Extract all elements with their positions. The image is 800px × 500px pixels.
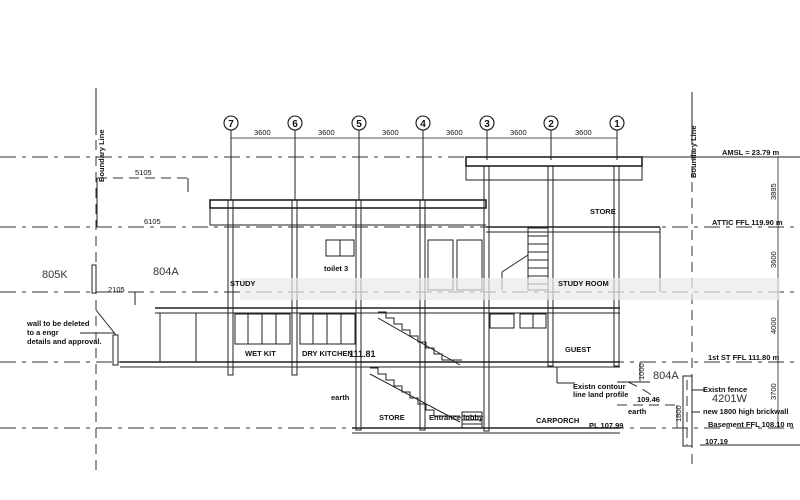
contour-note-2: line land profile: [573, 390, 628, 399]
svg-text:5: 5: [356, 119, 362, 130]
grid-markers: 7 6 5 4 3 2 1: [223, 115, 625, 200]
notes: earth earth Existn contour line land pro…: [331, 382, 788, 430]
attic-level: ATTIC FFL 119.90 m: [712, 218, 783, 227]
boundary-line-label-right: Boundary Line: [689, 125, 698, 178]
lot-labels: 805K 804A 804A 4201W: [42, 266, 747, 405]
ground-level-low: 107.19: [705, 437, 728, 446]
room-dry-kitchen: DRY KITCHEN: [302, 349, 353, 358]
left-wall-detail: wall to be deleted to a engr details and…: [26, 264, 119, 366]
scan-artifacts: [240, 278, 780, 300]
boundary-line-label-left: Boundary Line: [97, 129, 106, 182]
svg-text:3600: 3600: [382, 128, 399, 137]
boundary-lines: Boundary Line Boundary Line: [95, 88, 698, 470]
svg-text:3885: 3885: [769, 183, 778, 200]
earth-right: earth: [628, 407, 647, 416]
svg-text:1000: 1000: [637, 363, 646, 380]
svg-text:804A: 804A: [153, 266, 179, 278]
svg-text:3600: 3600: [318, 128, 335, 137]
left-dimensions: 5105 6105 2105: [96, 168, 189, 305]
vertical-dim-labels: 3885 3600 4000 3700 1000 1800: [637, 183, 778, 422]
svg-text:5105: 5105: [135, 168, 152, 177]
grid-spacing-labels: 3600 3600 3600 3600 3600 3600: [254, 128, 592, 137]
svg-text:3600: 3600: [254, 128, 271, 137]
kitchen-windows: [234, 313, 547, 345]
svg-text:1: 1: [614, 119, 620, 130]
grid-5: 5: [351, 115, 367, 200]
svg-text:6: 6: [292, 119, 298, 130]
grid-6: 6: [287, 115, 303, 200]
amsl-level: AMSL = 23.79 m: [722, 148, 780, 157]
grid-7: 7: [223, 115, 239, 200]
earth-left: earth: [331, 393, 350, 402]
svg-text:4000: 4000: [769, 317, 778, 334]
svg-text:804A: 804A: [653, 370, 679, 382]
main-stairs: [369, 311, 483, 429]
level-annotations: AMSL = 23.79 m ATTIC FFL 119.90 m 1st ST…: [705, 148, 794, 446]
room-toilet: toilet 3: [324, 264, 348, 273]
svg-text:2105: 2105: [108, 285, 125, 294]
first-st-level: 1st ST FFL 111.80 m: [708, 353, 779, 362]
brickwall-note: new 1800 high brickwall: [703, 407, 788, 416]
grid-4: 4: [415, 115, 431, 200]
svg-text:2: 2: [548, 119, 554, 130]
building: [120, 156, 779, 447]
svg-text:3700: 3700: [769, 383, 778, 400]
room-study: STUDY: [230, 279, 255, 288]
room-study-room: STUDY ROOM: [558, 279, 609, 288]
room-store-bottom: STORE: [379, 413, 405, 422]
room-store-top: STORE: [590, 207, 616, 216]
svg-text:3600: 3600: [769, 251, 778, 268]
svg-text:3600: 3600: [446, 128, 463, 137]
room-labels: STORE STUDY toilet 3 STUDY ROOM WET KIT …: [230, 207, 616, 425]
basement-level: Basement FFL 108.10 m: [708, 420, 794, 429]
grid-3: 3: [479, 115, 495, 160]
svg-text:3600: 3600: [575, 128, 592, 137]
contour-note-1: Existn contour: [573, 382, 626, 391]
dry-kitchen-level: 111.81: [349, 349, 376, 359]
room-wet-kit: WET KIT: [245, 349, 276, 358]
pl-level: PL 107.99: [589, 421, 623, 430]
svg-text:6105: 6105: [144, 217, 161, 226]
svg-text:details and approval.: details and approval.: [27, 337, 102, 346]
svg-text:4: 4: [420, 119, 426, 130]
svg-text:7: 7: [228, 119, 234, 130]
grid-1: 1: [609, 115, 625, 160]
svg-text:3: 3: [484, 119, 490, 130]
existing-fence-note: Existn fence: [703, 385, 747, 394]
svg-text:3600: 3600: [510, 128, 527, 137]
svg-text:805K: 805K: [42, 269, 68, 281]
room-guest: GUEST: [565, 345, 591, 354]
svg-text:wall to be deleted: wall to be deleted: [26, 319, 90, 328]
level-109: 109.46: [637, 395, 660, 404]
room-carporch: CARPORCH: [536, 416, 579, 425]
svg-text:to a engr: to a engr: [27, 328, 59, 337]
svg-text:4201W: 4201W: [712, 393, 747, 405]
grid-2: 2: [543, 115, 559, 160]
room-entrance-lobby: Entrance lobby: [429, 413, 484, 422]
svg-text:1800: 1800: [674, 405, 683, 422]
